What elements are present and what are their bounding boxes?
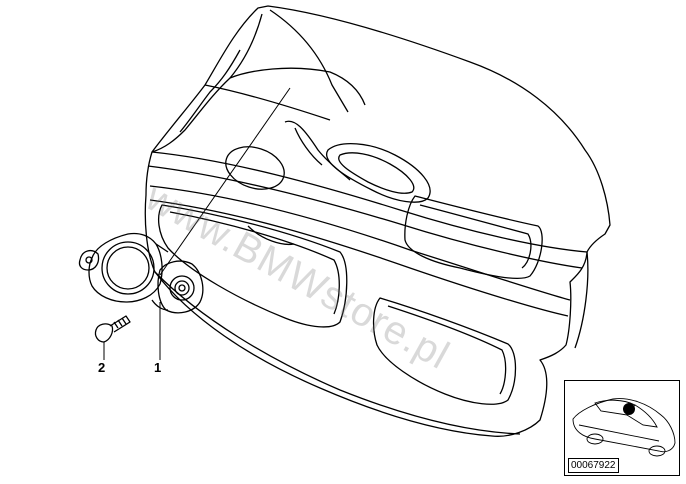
speaker-opening [225, 146, 285, 190]
callout-2[interactable]: 2 [98, 360, 106, 375]
car-silhouette [572, 398, 676, 457]
map-pocket-right [372, 297, 517, 405]
location-marker-icon [623, 403, 635, 415]
leader-line-1 [159, 87, 291, 276]
door-handle-recess [325, 143, 431, 203]
reference-number: 00067922 [568, 458, 619, 473]
door-panel-outline [144, 5, 611, 437]
map-pocket-left [157, 204, 348, 328]
screw [94, 315, 131, 343]
callout-1[interactable]: 1 [154, 360, 162, 375]
speaker-assembly [78, 232, 204, 314]
